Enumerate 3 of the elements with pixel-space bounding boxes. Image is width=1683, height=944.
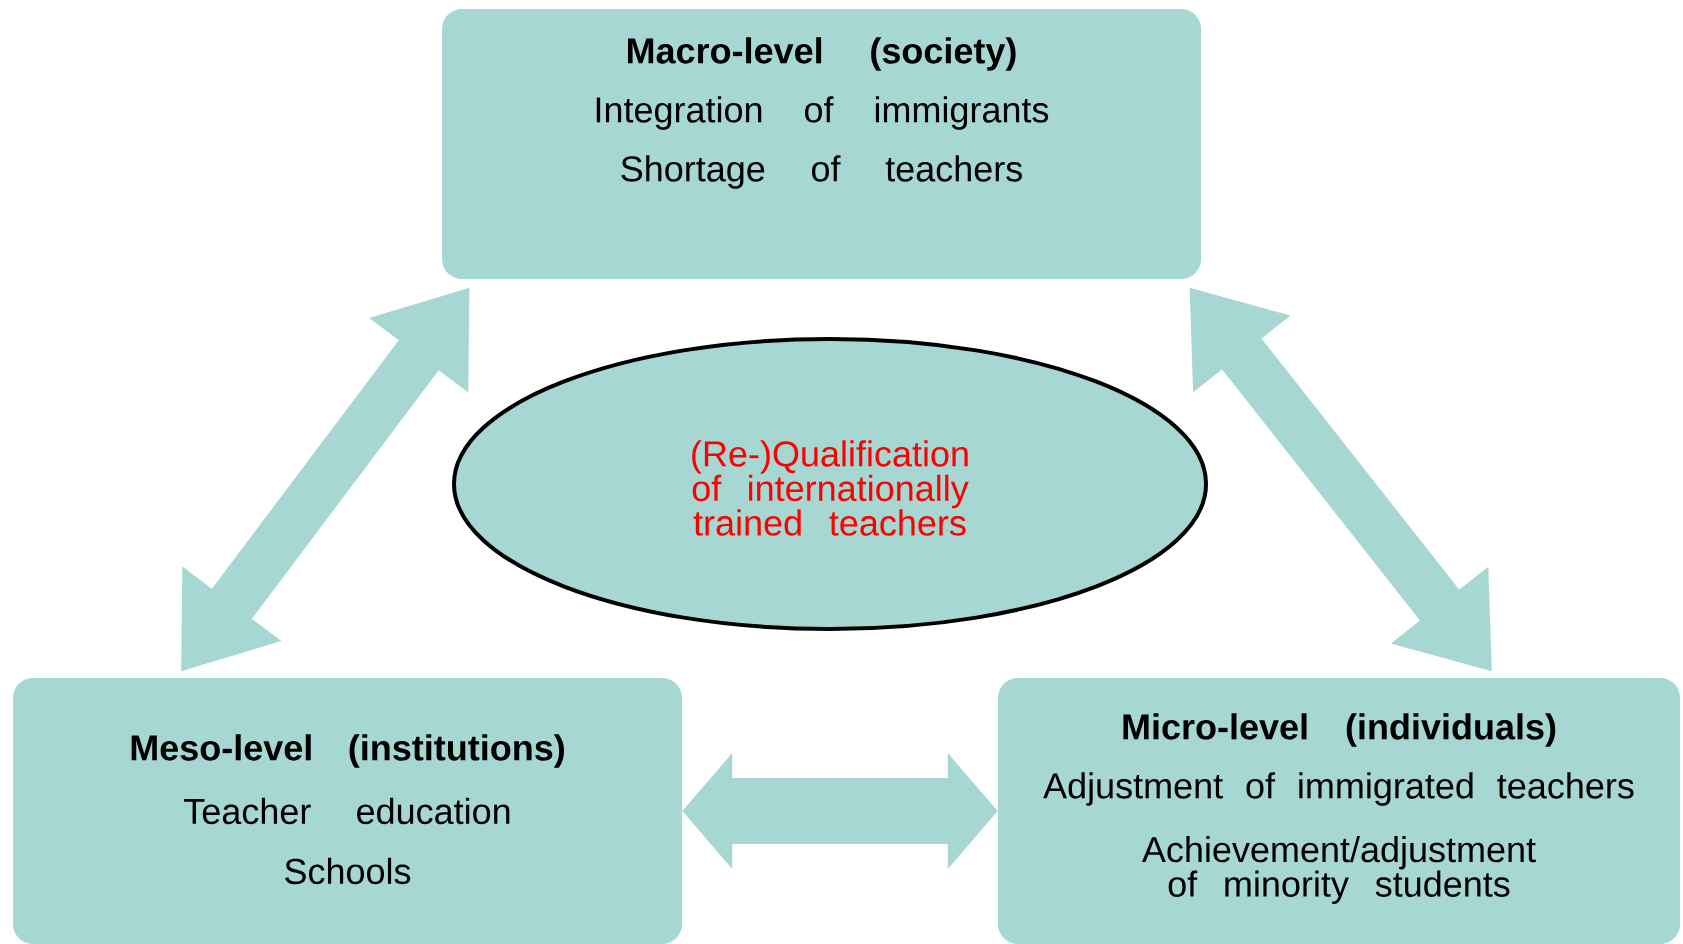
level-box: Macro-level (society) Integration of immigrants Shortage of teachers xyxy=(442,9,1201,279)
level-box: Micro-level (individuals) Adjustment of immigrated teachers Achievement/adjustment of minority students xyxy=(998,678,1680,944)
level-box: Meso-level (institutions) Teacher education Schools xyxy=(13,678,682,944)
